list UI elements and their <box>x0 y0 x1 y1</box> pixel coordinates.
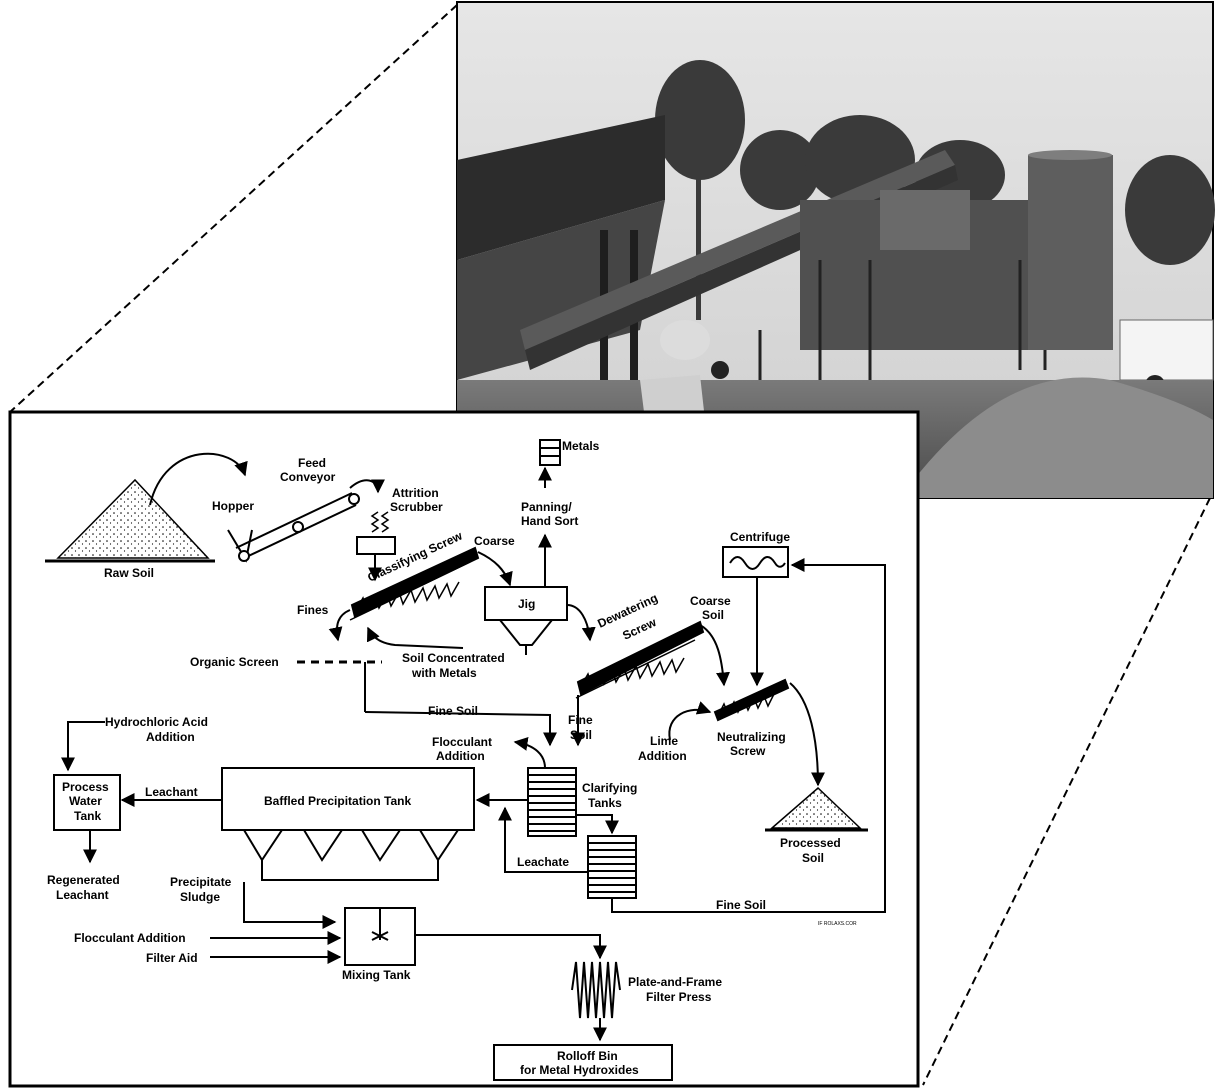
label-feed: Feed <box>298 456 326 470</box>
label-jig: Jig <box>518 597 535 611</box>
processed-soil-pile <box>769 786 862 829</box>
label-lime-2: Addition <box>638 749 687 763</box>
label-rolloff-1: Rolloff Bin <box>557 1049 618 1063</box>
label-lime-1: Lime <box>650 734 678 748</box>
label-fine-soil-c: Fine Soil <box>716 898 766 912</box>
label-attrition: Attrition <box>392 486 439 500</box>
label-centrifuge: Centrifuge <box>730 530 790 544</box>
label-filter-press-1: Plate-and-Frame <box>628 975 722 989</box>
label-fine-soil-b1: Fine <box>568 713 593 727</box>
label-leachant: Leachant <box>145 785 198 799</box>
label-fine-soil-b2: Soil <box>570 728 592 742</box>
label-flocculant-bottom: Flocculant Addition <box>74 931 186 945</box>
label-soil-concentrated-2: with Metals <box>411 666 477 680</box>
label-neutralizing-1: Neutralizing <box>717 730 786 744</box>
plant-photo <box>456 1 1215 499</box>
label-processed-1: Processed <box>780 836 841 850</box>
label-neutralizing-2: Screw <box>730 744 766 758</box>
process-water-tank <box>53 774 121 831</box>
label-process-water-3: Tank <box>74 809 101 823</box>
label-baffled-tank: Baffled Precipitation Tank <box>264 794 411 808</box>
label-clarifying-1: Clarifying <box>582 781 637 795</box>
clarifying-tank-1 <box>527 767 577 837</box>
centrifuge <box>722 546 789 578</box>
label-scrubber: Scrubber <box>390 500 443 514</box>
label-filter-press-2: Filter Press <box>646 990 712 1004</box>
label-precipitate-1: Precipitate <box>170 875 232 889</box>
label-panning: Panning/ <box>521 500 572 514</box>
rolloff-bin <box>493 1044 673 1081</box>
label-soil-concentrated-1: Soil Concentrated <box>402 651 505 665</box>
label-fine-soil-a: Fine Soil <box>428 704 478 718</box>
label-hcl-2: Addition <box>146 730 195 744</box>
label-fines: Fines <box>297 603 329 617</box>
label-coarse-soil-1: Coarse <box>690 594 731 608</box>
diagram-shapes <box>45 439 886 1081</box>
label-leachate: Leachate <box>517 855 569 869</box>
label-rolloff-2: for Metal Hydroxides <box>520 1063 639 1077</box>
label-raw-soil: Raw Soil <box>104 566 154 580</box>
label-processed-2: Soil <box>802 851 824 865</box>
label-organic-screen: Organic Screen <box>190 655 279 669</box>
attrition-scrubber <box>356 536 396 555</box>
label-flocculant-top-2: Addition <box>436 749 485 763</box>
perspective-lines <box>9 4 1211 1086</box>
label-clarifying-2: Tanks <box>588 796 622 810</box>
neutralizing-screw <box>713 678 790 722</box>
label-process-water-1: Process <box>62 780 109 794</box>
label-mixing-tank: Mixing Tank <box>342 968 411 982</box>
label-hopper: Hopper <box>212 499 254 513</box>
label-hcl-1: Hydrochloric Acid <box>105 715 208 729</box>
label-coarse-soil-2: Soil <box>702 608 724 622</box>
raw-soil-pile <box>56 478 210 559</box>
label-precipitate-2: Sludge <box>180 890 220 904</box>
metals-drum <box>539 439 561 466</box>
filter-press <box>571 961 621 1019</box>
diagram-labels: Metals Feed Conveyor Attrition Scrubber … <box>47 439 857 1077</box>
clarifying-tank-2 <box>587 835 637 899</box>
label-regenerated-1: Regenerated <box>47 873 120 887</box>
label-coarse: Coarse <box>474 534 515 548</box>
label-regenerated-2: Leachant <box>56 888 109 902</box>
label-conveyor: Conveyor <box>280 470 336 484</box>
label-process-water-2: Water <box>69 794 102 808</box>
label-flocculant-top-1: Flocculant <box>432 735 492 749</box>
label-filter-aid: Filter Aid <box>146 951 198 965</box>
label-fig-id: IF ROLAXS.COR <box>818 921 857 927</box>
label-metals: Metals <box>562 439 600 453</box>
label-hand-sort: Hand Sort <box>521 514 578 528</box>
